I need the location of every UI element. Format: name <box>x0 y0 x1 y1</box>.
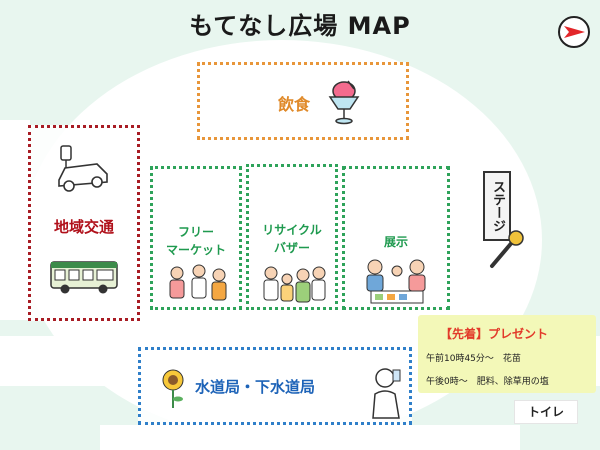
stage-sign[interactable]: ステージ <box>483 171 511 241</box>
map-title: もてなし広場 MAP <box>189 12 411 40</box>
drinking-person-icon <box>372 368 401 419</box>
exhibit-label: 展示 <box>383 235 408 249</box>
present-afternoon: 午後0時～ 肥料、除草用の塩 <box>426 377 549 387</box>
flea-label-line2: マーケット <box>165 243 226 257</box>
zone-recycle-bazaar[interactable]: リサイクル バザー <box>246 164 338 310</box>
exhibit-viewers-icon <box>366 259 426 304</box>
flea-label-line1: フリー <box>177 225 214 239</box>
toilet-sign[interactable]: トイレ <box>514 400 578 424</box>
zone-exhibit[interactable]: 展示 <box>342 166 450 310</box>
zone-flea-market[interactable]: フリー マーケット <box>150 166 242 310</box>
walkway-left <box>0 120 30 320</box>
bus-icon <box>50 261 118 294</box>
recycle-label-line2: バザー <box>273 241 310 255</box>
recycle-label-line1: リサイクル <box>262 223 322 237</box>
zone-local-transit[interactable]: 地域交通 <box>28 125 140 321</box>
flea-market-label: フリー マーケット <box>153 223 239 259</box>
walkway-bottom <box>100 425 520 450</box>
recycle-bazaar-label: リサイクル バザー <box>249 221 335 257</box>
zone-food[interactable]: 飲食 <box>197 62 409 140</box>
present-morning: 午前10時45分～ 花苗 <box>426 354 521 364</box>
microphone-icon <box>490 230 524 268</box>
sunflower-icon <box>162 369 184 408</box>
shoppers-icon <box>169 264 227 301</box>
transit-label: 地域交通 <box>53 218 114 236</box>
present-info-box: 【先着】プレゼント 午前10時45分～ 花苗 午後0時～ 肥料、除草用の塩 <box>418 315 596 393</box>
zone-water-bureau[interactable]: 水道局・下水道局 <box>138 347 412 425</box>
shaved-ice-icon <box>328 80 360 125</box>
family-group-icon <box>263 266 326 303</box>
food-label: 飲食 <box>278 95 311 114</box>
water-bureau-label: 水道局・下水道局 <box>195 378 316 396</box>
charging-car-icon <box>58 145 108 192</box>
present-title: 【先着】プレゼント <box>440 327 549 341</box>
compass-icon <box>558 16 590 48</box>
